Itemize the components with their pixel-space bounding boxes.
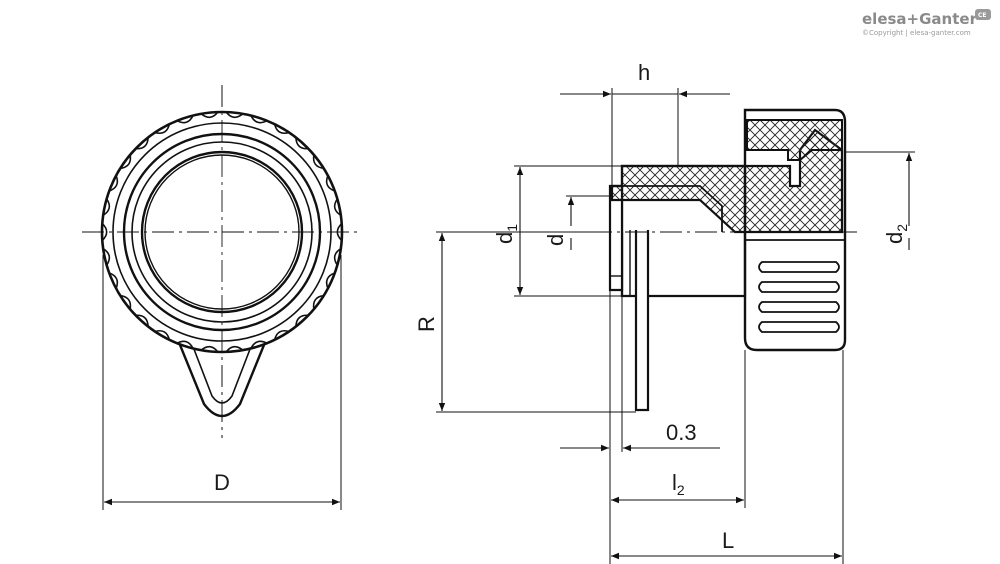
dim-label-d1-sub: 1 (504, 224, 520, 232)
brand-logo: elesa+Ganter ©Copyright | elesa-ganter.c… (862, 9, 991, 37)
ce-mark-text: CE (978, 12, 987, 19)
knurl-notch (200, 345, 219, 353)
side-knob-ribs (745, 239, 845, 333)
knurl-notch (135, 314, 149, 327)
knob-rib (758, 301, 840, 313)
knob-rib (758, 321, 840, 333)
knurl-notch (325, 272, 336, 289)
side-view (436, 88, 915, 564)
dim-label-D: D (214, 470, 230, 495)
side-face-plate (608, 184, 624, 292)
side-pointer-pin (634, 230, 650, 412)
dim-label-h: h (638, 60, 650, 85)
dim-label-gap: 0.3 (666, 420, 697, 445)
knurl-notch (154, 329, 171, 341)
dim-label-d-text: d (543, 234, 568, 246)
svg-text:d1: d1 (492, 224, 520, 244)
dim-label-d1-base: d (492, 232, 517, 244)
knurl-notch (295, 314, 309, 327)
dim-label-d2-base: d (882, 232, 907, 244)
knurl-notch (176, 115, 194, 124)
dim-label-R-text: R (414, 316, 439, 332)
knurl-notch (120, 154, 132, 170)
brand-logo-text: elesa+Ganter (862, 10, 978, 28)
knurl-notch (108, 272, 119, 289)
dim-label-d1: d1 (492, 224, 520, 244)
knurl-notch (101, 223, 108, 241)
knurl-notch (225, 345, 244, 353)
front-view (82, 85, 362, 510)
knurl-notch (325, 175, 336, 192)
knurl-notch (102, 248, 111, 266)
knob-rib (758, 281, 840, 293)
side-section-bore (622, 185, 723, 232)
knurl-notch (102, 198, 111, 216)
knurl-notch (312, 294, 324, 310)
front-knurl-notches (101, 111, 343, 353)
knob-rib (758, 261, 840, 273)
knurl-notch (120, 294, 132, 310)
knurl-notch (273, 123, 290, 135)
dim-label-l2-sub: 2 (677, 482, 685, 498)
svg-text:d2: d2 (882, 224, 910, 244)
knurl-notch (135, 137, 149, 150)
dim-label-L: L (722, 528, 734, 553)
knurl-notch (273, 329, 290, 341)
knurl-notch (154, 123, 171, 135)
knurl-notch (176, 340, 194, 349)
knurl-notch (108, 175, 119, 192)
knurl-notch (225, 111, 244, 119)
side-knob-outline (743, 108, 847, 352)
side-section-hatched-cap (746, 119, 843, 161)
brand-copyright: ©Copyright | elesa-ganter.com (862, 29, 971, 37)
knurl-notch (200, 111, 219, 119)
dim-label-l2: l2 (672, 470, 685, 498)
ce-mark-badge (975, 9, 991, 20)
knurl-notch (333, 198, 342, 216)
knurl-notch (295, 137, 309, 150)
knurl-notch (312, 154, 324, 170)
dim-label-d2: d2 (882, 224, 910, 244)
dim-label-d: d (543, 234, 568, 246)
dim-label-R: R (414, 316, 439, 332)
knurl-notch (333, 248, 342, 266)
knurl-notch (250, 340, 268, 349)
knurl-notch (250, 115, 268, 124)
dim-label-l2-base: l (672, 470, 677, 495)
dim-label-d2-sub: 2 (894, 224, 910, 232)
